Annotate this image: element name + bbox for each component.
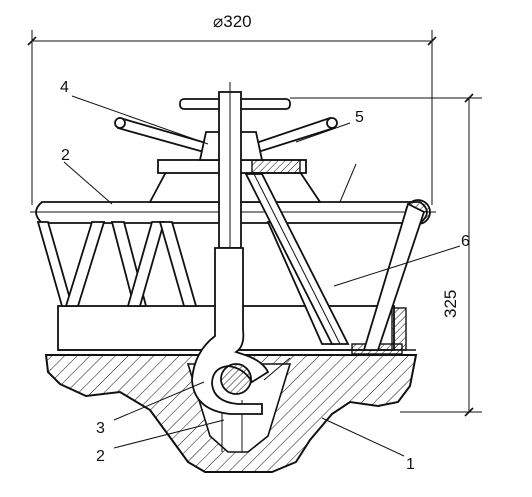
leader-lines <box>63 95 461 457</box>
label-part-4: 4 <box>60 79 69 96</box>
label-part-2-upper: 2 <box>61 147 70 164</box>
hook-pin-section <box>220 363 252 395</box>
label-part-1: 1 <box>406 456 415 473</box>
hook-tip-line <box>263 357 291 381</box>
diameter-dimension: ⌀320 <box>27 12 437 205</box>
label-part-2-lower: 2 <box>96 448 105 465</box>
top-plate-section <box>251 159 301 174</box>
label-part-5: 5 <box>355 109 364 126</box>
label-part-3: 3 <box>96 420 105 437</box>
diagonal-strut-axis <box>253 173 341 345</box>
diameter-label: ⌀320 <box>213 12 252 31</box>
height-dimension: 325 <box>290 93 482 417</box>
right-stop <box>391 307 407 351</box>
label-part-6: 6 <box>461 233 470 250</box>
height-label: 325 <box>441 290 460 318</box>
